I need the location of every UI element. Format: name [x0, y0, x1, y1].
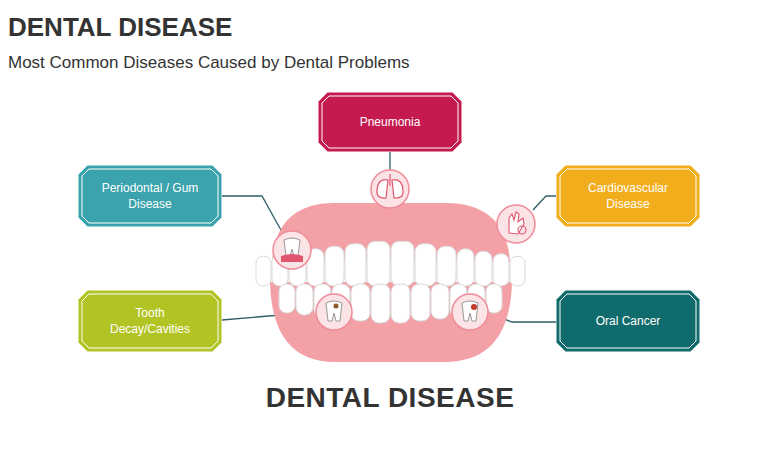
illustration-title: DENTAL DISEASE	[0, 382, 780, 414]
icon-circle	[371, 170, 409, 208]
callout-box: Pneumonia	[318, 92, 462, 152]
lower-gum	[270, 282, 512, 362]
callout-box: Oral Cancer	[556, 290, 700, 352]
tooth	[391, 241, 414, 286]
icon-circle	[316, 294, 352, 330]
icon-circle	[452, 294, 488, 330]
notched-box-shape	[78, 290, 222, 352]
tooth-icon	[462, 301, 478, 321]
icon-circles	[273, 170, 535, 330]
callout-text: Pneumonia	[344, 104, 437, 140]
tooth	[296, 284, 313, 315]
tooth	[345, 244, 366, 286]
icon-circle	[273, 231, 311, 269]
callout-text: Periodontal / Gum Disease	[78, 170, 222, 222]
callout-text: Oral Cancer	[580, 303, 677, 339]
callout-box: Tooth Decay/Cavities	[78, 290, 222, 352]
tooth	[256, 256, 271, 286]
tooth	[279, 284, 295, 313]
callout-text: Tooth Decay/Cavities	[78, 295, 222, 347]
tooth	[431, 284, 449, 319]
tooth	[351, 284, 370, 321]
tooth	[411, 284, 430, 321]
decayed-tooth-icon	[326, 301, 342, 321]
callout-text: Cardiovascular Disease	[556, 170, 700, 222]
tooth	[367, 241, 390, 286]
tooth	[371, 284, 390, 323]
tooth	[325, 246, 344, 286]
notched-box-shape	[78, 165, 222, 227]
tooth	[391, 284, 410, 323]
icon-circle	[497, 205, 535, 243]
callout-box: Periodontal / Gum Disease	[78, 165, 222, 227]
tooth	[437, 246, 456, 286]
notched-box-shape	[556, 165, 700, 227]
tooth-icon	[284, 238, 300, 256]
leader-line	[533, 196, 556, 210]
callout-box: Cardiovascular Disease	[556, 165, 700, 227]
tooth	[510, 256, 525, 286]
leader-line	[389, 152, 390, 170]
heart-hand-icon	[509, 212, 524, 234]
tooth	[475, 251, 492, 286]
leader-line	[222, 196, 282, 232]
tooth	[415, 244, 436, 286]
tooth	[457, 249, 474, 286]
subtitle: Most Common Diseases Caused by Dental Pr…	[8, 53, 410, 73]
title: DENTAL DISEASE	[8, 12, 232, 43]
tooth	[493, 254, 509, 286]
gum-icon	[281, 254, 303, 262]
